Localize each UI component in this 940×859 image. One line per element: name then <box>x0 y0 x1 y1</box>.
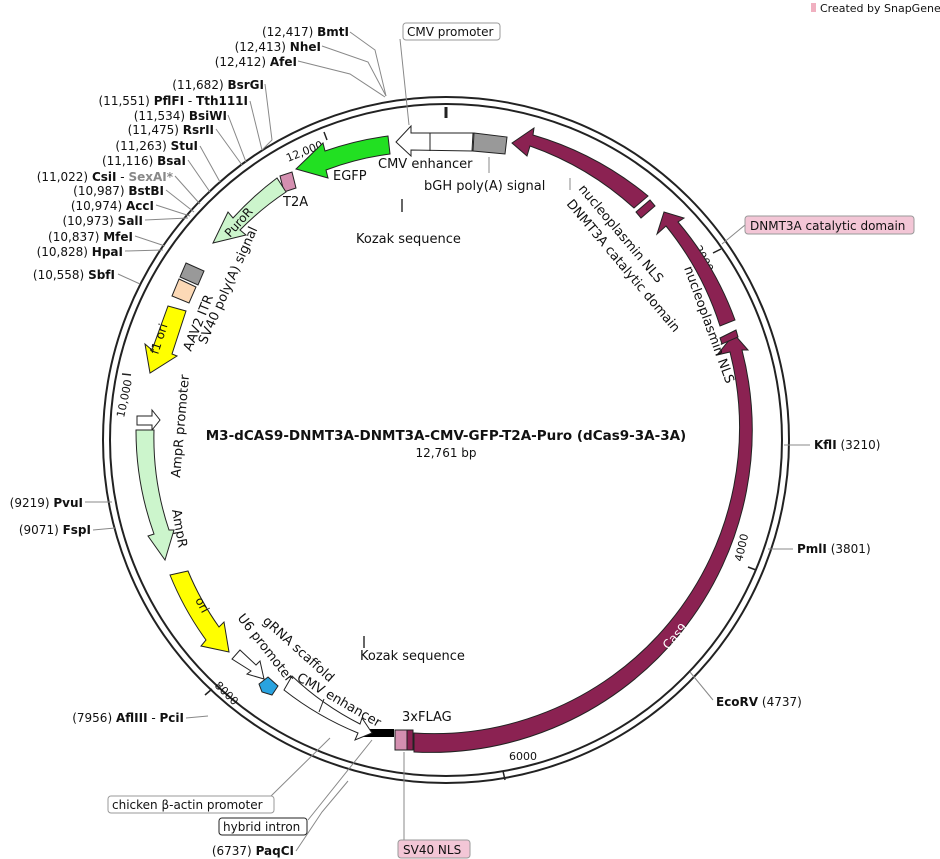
cmv-enhancer-top-feature[interactable] <box>395 124 474 158</box>
svg-text:(12,417) BmtI: (12,417) BmtI <box>262 25 349 39</box>
svg-text:(10,974) AccI: (10,974) AccI <box>71 199 154 213</box>
sites-left: (12,417) BmtI (12,413) NheI (12,412) Afe… <box>10 25 349 858</box>
ampr-promoter-label: AmpR promoter <box>169 373 193 478</box>
tick-10000: 10,000 <box>114 378 135 418</box>
plasmid-length: 12,761 bp <box>415 446 476 460</box>
snapgene-watermark: Created by SnapGene <box>811 2 940 15</box>
bgh-polya-feature[interactable] <box>472 132 508 155</box>
kozak-bottom-label: Kozak sequence <box>360 649 465 664</box>
svg-text:PmlI (3801): PmlI (3801) <box>797 542 871 556</box>
chicken-actin-box-label[interactable]: chicken β-actin promoter <box>112 798 263 812</box>
grna-scaffold-feature[interactable] <box>258 676 279 696</box>
dnmt3a-domain-lower[interactable] <box>655 211 736 327</box>
cmv-enhancer-top-label: CMV enhancer <box>378 157 473 172</box>
watermark-brand: SnapGene <box>884 2 940 15</box>
svg-text:(11,475) RsrII: (11,475) RsrII <box>128 123 214 137</box>
t2a-label: T2A <box>282 195 308 210</box>
flag-label: 3xFLAG <box>402 710 452 725</box>
svg-text:(7956) AflIII - PciI: (7956) AflIII - PciI <box>72 711 184 725</box>
svg-text:(10,837) MfeI: (10,837) MfeI <box>48 230 133 244</box>
dnmt3a-domain-upper[interactable] <box>511 126 649 209</box>
svg-text:(11,551) PflFI - Tth111I: (11,551) PflFI - Tth111I <box>99 94 249 108</box>
svg-text:(10,973) SalI: (10,973) SalI <box>62 214 143 228</box>
svg-text:(6737) PaqCI: (6737) PaqCI <box>212 844 294 858</box>
egfp-feature[interactable] <box>295 135 391 179</box>
sv40-polya-feature[interactable] <box>179 262 205 286</box>
svg-text:(11,534) BsiWI: (11,534) BsiWI <box>134 109 227 123</box>
cmv-promoter-box-label[interactable]: CMV promoter <box>407 25 494 39</box>
svg-text:(11,263) StuI: (11,263) StuI <box>115 139 198 153</box>
sites-right: KflI (3210) PmlI (3801) EcoRV (4737) <box>716 438 880 709</box>
tick-4000: 4000 <box>732 532 751 562</box>
svg-text:(10,828) HpaI: (10,828) HpaI <box>37 245 123 259</box>
sv40-nls-box-label[interactable]: SV40 NLS <box>403 843 461 857</box>
svg-text:(10,987) BstBI: (10,987) BstBI <box>73 184 164 198</box>
egfp-label: EGFP <box>333 169 367 184</box>
hybrid-intron-box-label[interactable]: hybrid intron <box>223 820 300 834</box>
dnmt3a-box-label[interactable]: DNMT3A catalytic domain <box>750 219 905 233</box>
ampr-promoter-feature[interactable] <box>136 408 161 432</box>
svg-text:(11,116) BsaI: (11,116) BsaI <box>102 154 186 168</box>
watermark-prefix: Created by <box>820 2 881 15</box>
svg-text:(9071) FspI: (9071) FspI <box>19 523 91 537</box>
nls-lower-feature[interactable] <box>719 329 739 345</box>
svg-text:EcoRV (4737): EcoRV (4737) <box>716 695 802 709</box>
u6-promoter-feature[interactable] <box>231 649 265 680</box>
svg-text:(12,413) NheI: (12,413) NheI <box>235 40 321 54</box>
svg-text:KflI (3210): KflI (3210) <box>814 438 880 452</box>
sv40-nls-feature[interactable] <box>394 729 408 751</box>
svg-text:(10,558) SbfI: (10,558) SbfI <box>33 268 115 282</box>
svg-text:(9219) PvuI: (9219) PvuI <box>10 496 83 510</box>
kozak-top-label: Kozak sequence <box>356 232 461 247</box>
bgh-polya-label: bGH poly(A) signal <box>424 179 545 194</box>
puror-feature[interactable] <box>212 177 287 244</box>
cmv-enhancer-bottom-feature[interactable] <box>283 675 373 741</box>
flag-feature[interactable] <box>406 729 414 751</box>
ampr-label: AmpR <box>168 508 190 549</box>
svg-text:(11,022) CsiI - SexAI*: (11,022) CsiI - SexAI* <box>37 170 174 184</box>
ampr-feature[interactable] <box>135 429 175 562</box>
kozak-bar <box>360 729 394 737</box>
svg-text:(12,412) AfeI: (12,412) AfeI <box>215 55 297 69</box>
backbone-inner <box>109 103 783 777</box>
sv40-polya-label: SV40 poly(A) signal <box>196 225 261 347</box>
site-leaders <box>85 31 810 852</box>
cas9-feature[interactable] <box>413 333 753 753</box>
ori-label: ori <box>192 595 212 615</box>
plasmid-title: M3-dCAS9-DNMT3A-DNMT3A-CMV-GFP-T2A-Puro … <box>206 428 686 444</box>
ori-feature[interactable] <box>169 570 230 653</box>
snapgene-logo-icon <box>811 3 816 12</box>
boxed-labels: CMV promoter DNMT3A catalytic domain chi… <box>107 22 915 859</box>
nls-upper-feature[interactable] <box>635 199 656 219</box>
f1-ori-feature[interactable] <box>144 305 187 374</box>
backbone-outer <box>102 96 790 784</box>
tick-6000: 6000 <box>509 750 537 763</box>
aav2-itr-feature[interactable] <box>171 278 197 304</box>
svg-text:(11,682) BsrGI: (11,682) BsrGI <box>172 78 264 92</box>
